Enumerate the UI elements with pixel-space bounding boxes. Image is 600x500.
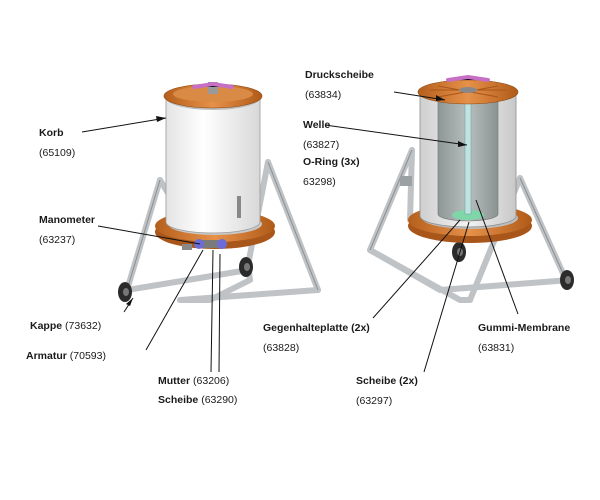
label-korb-number: (65109) [39, 147, 76, 159]
label-korb: Korb (65109) [39, 127, 75, 160]
label-manometer: Manometer (63237) [39, 214, 95, 247]
leader-korb [81, 117, 167, 133]
label-scheibe-right-name: Scheibe (2x) [356, 375, 418, 387]
left-press [118, 81, 321, 303]
label-gegenhalteplatte-number: (63828) [263, 342, 300, 354]
leader-mutter [210, 249, 214, 373]
label-gegenhalteplatte: Gegenhalteplatte (2x) (63828) [263, 322, 370, 355]
label-scheibe-right-number: (63297) [356, 395, 393, 407]
label-armatur: Armatur (70593) [26, 350, 106, 363]
label-korb-name: Korb [39, 127, 64, 139]
label-mutter-name: Mutter [158, 375, 191, 387]
leader-scheibe-left [218, 253, 221, 373]
label-mutter: Mutter (63206) [158, 375, 229, 388]
leader-welle [324, 124, 468, 146]
right-drum [417, 79, 519, 228]
leader-gummi-membrane [475, 199, 519, 315]
leader-gegenhalteplatte [372, 219, 461, 319]
label-manometer-number: (63237) [39, 234, 76, 246]
label-gegenhalteplatte-name: Gegenhalteplatte (2x) [263, 322, 370, 334]
label-oring-number: 63298) [303, 176, 336, 188]
label-gummi-membrane-number: (63831) [478, 342, 515, 354]
left-drum [163, 82, 263, 234]
label-druckscheibe-name: Druckscheibe [305, 69, 374, 81]
left-wheel-back [239, 257, 253, 277]
right-wheel-back [452, 242, 466, 262]
leader-lines [81, 91, 519, 373]
left-wheel-front [118, 282, 132, 302]
label-scheibe-right: Scheibe (2x) (63297) [356, 375, 418, 408]
label-kappe-name: Kappe [30, 320, 63, 332]
right-press [367, 74, 574, 303]
label-manometer-name: Manometer [39, 214, 96, 226]
label-gummi-membrane-name: Gummi-Membrane [478, 322, 571, 334]
label-armatur-number: (70593) [69, 350, 106, 362]
label-druckscheibe-number: (63834) [305, 89, 342, 101]
label-oring: O-Ring (3x) 63298) [303, 156, 360, 189]
label-mutter-number: (63206) [193, 375, 230, 387]
label-welle: Welle (63827) [303, 119, 339, 152]
label-kappe: Kappe (73632) [30, 320, 101, 333]
right-handle-icon [446, 74, 490, 82]
right-wheel-front [560, 270, 574, 290]
left-handle-icon [192, 81, 234, 89]
label-kappe-number: (73632) [65, 320, 102, 332]
left-fittings [182, 196, 241, 250]
label-scheibe-left: Scheibe (63290) [158, 394, 237, 407]
label-scheibe-left-number: (63290) [201, 394, 238, 406]
label-gummi-membrane: Gummi-Membrane (63831) [478, 322, 570, 355]
label-druckscheibe: Druckscheibe (63834) [305, 69, 374, 102]
leader-manometer [97, 225, 201, 245]
leader-armatur [145, 249, 204, 351]
leader-scheibe-right [423, 221, 470, 373]
label-welle-number: (63827) [303, 139, 340, 151]
label-scheibe-left-name: Scheibe [158, 394, 199, 406]
label-oring-name: O-Ring (3x) [303, 156, 360, 168]
label-armatur-name: Armatur [26, 350, 67, 362]
label-welle-name: Welle [303, 119, 331, 131]
